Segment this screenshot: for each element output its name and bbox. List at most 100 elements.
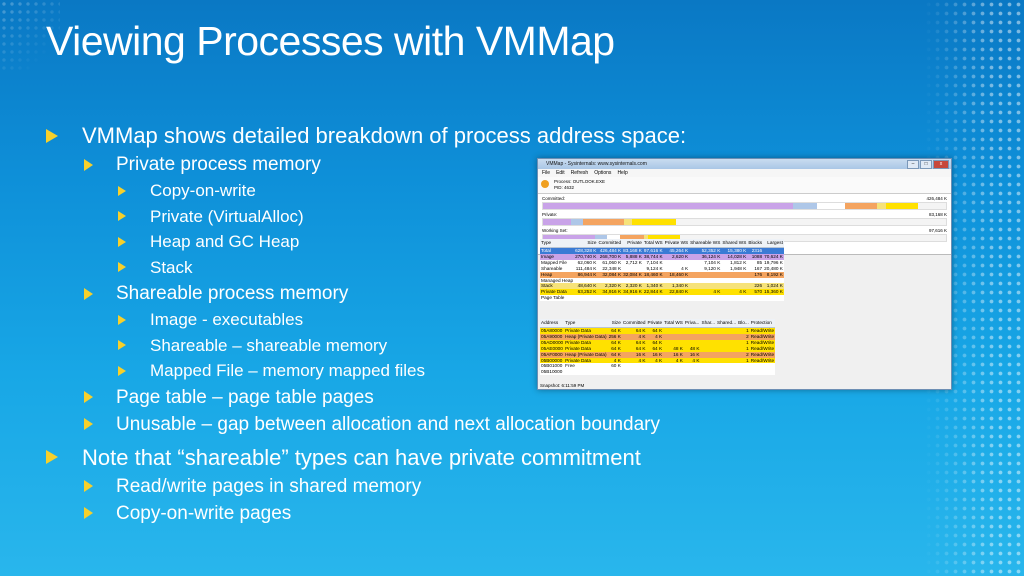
process-icon bbox=[541, 180, 549, 188]
column-header[interactable]: Protection bbox=[749, 319, 776, 328]
menu-help[interactable]: Help bbox=[617, 170, 628, 176]
maximize-button[interactable]: □ bbox=[920, 160, 932, 169]
column-header[interactable]: Total WS bbox=[642, 239, 664, 248]
table-cell: 05B00000 bbox=[541, 357, 563, 363]
table-cell: 85 bbox=[756, 259, 763, 265]
table-row[interactable]: Page Table bbox=[540, 295, 784, 302]
menu-edit[interactable]: Edit bbox=[556, 170, 565, 176]
bullet-item: Unusable – gap between allocation and ne… bbox=[44, 411, 804, 438]
pid-value: 4632 bbox=[564, 185, 575, 190]
table-cell: 4 K bbox=[638, 333, 646, 339]
column-header[interactable]: Private bbox=[622, 239, 643, 248]
table-cell: 1,812 K bbox=[730, 259, 747, 265]
table-cell: 38,744 K bbox=[643, 253, 663, 259]
table-cell: Total bbox=[541, 248, 551, 253]
bullet-item: Note that “shareable” types can have pri… bbox=[44, 442, 804, 473]
table-cell bbox=[622, 295, 643, 301]
bullet-arrow-icon bbox=[118, 365, 126, 376]
table-cell: Read/Write bbox=[750, 357, 775, 363]
column-header[interactable]: Shar... bbox=[700, 319, 717, 328]
column-header[interactable]: Type bbox=[564, 319, 608, 328]
window-title: VMMap - Sysinternals: www.sysinternals.c… bbox=[546, 161, 647, 167]
column-header[interactable]: Shareable WS bbox=[689, 239, 722, 248]
bullet-item: Read/write pages in shared memory bbox=[44, 473, 804, 500]
table-cell: Page Table bbox=[541, 295, 565, 301]
process-info: Process: OUTLOOK.EXE PID: 4632 bbox=[538, 177, 951, 194]
column-header[interactable]: Largest bbox=[763, 239, 784, 248]
table-cell bbox=[564, 369, 607, 375]
table-cell: Mapped File bbox=[541, 259, 567, 265]
column-header[interactable]: Committed bbox=[597, 239, 623, 248]
table-cell bbox=[700, 369, 716, 375]
column-header[interactable]: Blo... bbox=[737, 319, 750, 328]
table-cell: 34,916 K bbox=[602, 289, 622, 295]
process-label: Process: bbox=[554, 179, 572, 184]
column-header[interactable]: Size bbox=[574, 239, 598, 248]
table-cell: 1,340 K bbox=[671, 283, 689, 289]
table-cell: 18,460 K bbox=[669, 271, 689, 277]
table-cell: Heap bbox=[541, 271, 553, 277]
table-cell bbox=[763, 295, 784, 301]
column-header[interactable]: Shared WS bbox=[721, 239, 748, 248]
vmmap-screenshot-window: VMMap - Sysinternals: www.sysinternals.c… bbox=[537, 158, 952, 390]
table-cell: 22,348 K bbox=[602, 265, 622, 271]
menu-file[interactable]: File bbox=[542, 170, 551, 176]
menu-options[interactable]: Options bbox=[594, 170, 612, 176]
table-cell: 4 K bbox=[613, 357, 621, 363]
column-header[interactable]: Private bbox=[646, 319, 664, 328]
table-cell: 4 K bbox=[675, 357, 683, 363]
table-cell: 176 bbox=[754, 271, 763, 277]
table-cell: 64 K bbox=[652, 328, 663, 333]
table-cell: 4 K bbox=[692, 357, 700, 363]
table-cell: 64 K bbox=[635, 345, 646, 351]
table-cell: 70,624 K bbox=[764, 253, 783, 259]
menu-refresh[interactable]: Refresh bbox=[570, 170, 589, 176]
column-header[interactable]: Priva... bbox=[683, 319, 701, 328]
table-cell: 1 bbox=[746, 339, 749, 345]
table-cell bbox=[574, 295, 597, 301]
table-row[interactable]: Managed Heap bbox=[540, 277, 784, 284]
bullet-text: Heap and GC Heap bbox=[150, 232, 300, 251]
column-header[interactable]: Private WS bbox=[663, 239, 690, 248]
bullet-text: Image - executables bbox=[150, 310, 304, 329]
column-header[interactable]: Blocks bbox=[747, 239, 764, 248]
bullet-arrow-icon bbox=[84, 287, 93, 300]
table-cell: 48 K bbox=[689, 345, 700, 351]
table-cell: Free bbox=[565, 363, 575, 369]
table-cell: 32,084 K bbox=[602, 271, 622, 277]
table-row[interactable]: 05B10000 bbox=[540, 369, 776, 376]
column-header[interactable]: Size bbox=[607, 319, 622, 328]
column-header[interactable]: Total WS bbox=[663, 319, 684, 328]
table-cell: 2,620 K bbox=[671, 253, 689, 259]
table-cell bbox=[716, 369, 737, 375]
minimize-button[interactable]: – bbox=[907, 160, 919, 169]
column-header[interactable]: Committed bbox=[621, 319, 647, 328]
close-button[interactable]: x bbox=[933, 160, 949, 169]
bullet-item: Copy-on-write pages bbox=[44, 500, 804, 527]
table-cell bbox=[664, 295, 689, 301]
column-header[interactable]: Shared... bbox=[716, 319, 738, 328]
table-cell: Managed Heap bbox=[541, 277, 574, 283]
table-cell: 64 K bbox=[652, 339, 663, 345]
bullet-text: Copy-on-write bbox=[150, 181, 256, 200]
column-header[interactable]: Type bbox=[540, 239, 575, 248]
bullet-list: VMMap shows detailed breakdown of proces… bbox=[44, 120, 804, 527]
table-cell: 268,700 K bbox=[599, 253, 622, 259]
bullet-item: Private (VirtualAlloc) bbox=[44, 204, 804, 230]
column-header[interactable]: Address bbox=[540, 319, 565, 328]
